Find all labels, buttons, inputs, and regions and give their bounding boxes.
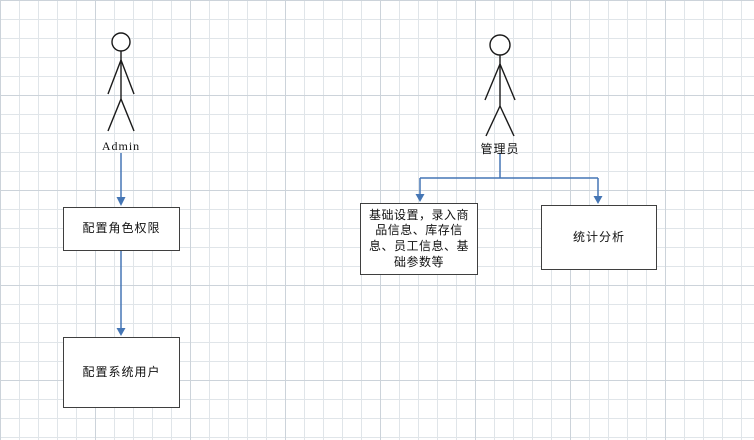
use-case-box-basic-settings[interactable]: 基础设置，录入商品信息、库存信息、员工信息、基础参数等 (360, 203, 478, 275)
arrowhead-icon (415, 194, 425, 202)
connector-manager-branch[interactable] (415, 153, 603, 204)
arrowhead-icon (593, 196, 603, 204)
admin-stick-figure-icon[interactable] (107, 32, 135, 132)
actor-label-admin[interactable]: Admin (101, 139, 141, 153)
use-case-label: 配置系统用户 (82, 364, 161, 379)
use-case-box-statistics[interactable]: 统计分析 (541, 205, 657, 270)
manager-stick-figure-icon[interactable] (484, 34, 516, 137)
arrowhead-icon (116, 197, 126, 206)
use-case-box-users[interactable]: 配置系统用户 (63, 337, 180, 408)
arrowhead-icon (116, 328, 126, 336)
connector-role-to-users[interactable] (116, 251, 126, 336)
use-case-box-role[interactable]: 配置角色权限 (63, 207, 180, 251)
use-case-label: 统计分析 (572, 229, 625, 244)
actor-label-manager[interactable]: 管理员 (480, 142, 520, 156)
use-case-label: 基础设置，录入商品信息、库存信息、员工信息、基础参数等 (368, 207, 469, 269)
connector-admin-to-role[interactable] (116, 153, 126, 206)
use-case-label: 配置角色权限 (82, 221, 161, 236)
